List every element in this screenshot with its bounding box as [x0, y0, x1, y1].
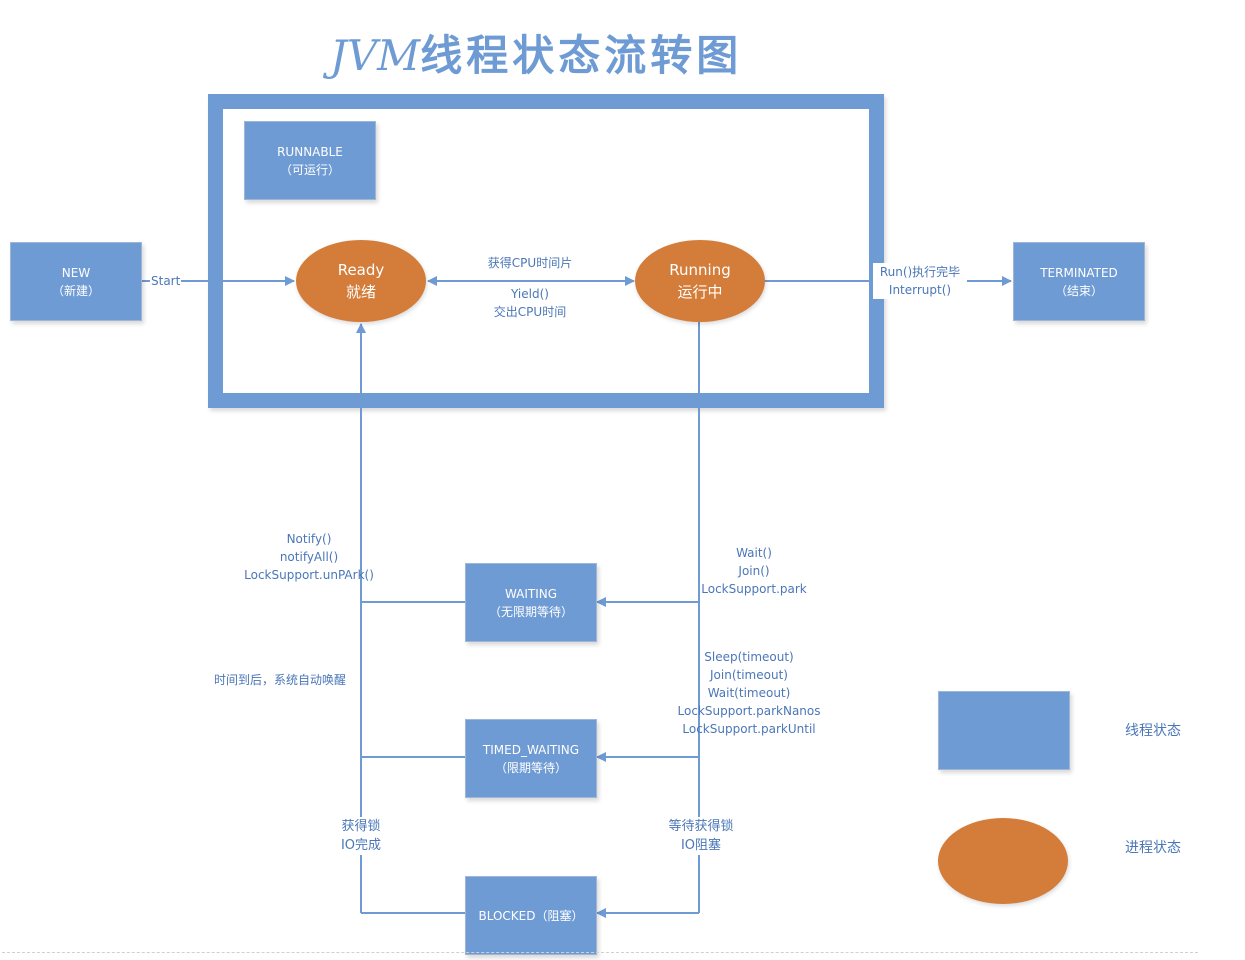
- state-blocked: BLOCKED（阻塞）: [465, 876, 597, 955]
- state-terminated: TERMINATED （结束）: [1013, 242, 1145, 321]
- label-notify: Notify() notifyAll() LockSupport.unPArk(…: [234, 530, 384, 584]
- label-timed-wait-line: LockSupport.parkNanos: [677, 704, 821, 718]
- process-running-name: Running: [669, 261, 731, 279]
- label-yield-line: Yield(): [511, 287, 549, 301]
- state-waiting: WAITING （无限期等待）: [465, 563, 597, 642]
- state-blocked-name: BLOCKED（阻塞）: [478, 908, 584, 923]
- label-timed-wait-line: LockSupport.parkUntil: [682, 722, 816, 736]
- state-timed-waiting-name: TIMED_WAITING: [482, 742, 580, 757]
- legend-process-label: 进程状态: [1125, 840, 1181, 856]
- diagram-title: JVM线程状态流转图: [330, 22, 830, 80]
- state-runnable-name: RUNNABLE: [277, 144, 343, 159]
- label-wait-lock-line: IO阻塞: [680, 838, 722, 853]
- bottom-divider: [2, 952, 1198, 953]
- label-timed-wait-line: Join(timeout): [710, 668, 788, 682]
- label-wait-lock: 等待获得锁 IO阻塞: [662, 817, 740, 855]
- label-acquire-lock: 获得锁 IO完成: [335, 817, 387, 855]
- label-notify-line: notifyAll(): [279, 550, 339, 564]
- title-prefix: JVM: [330, 31, 421, 80]
- label-yield-line: 交出CPU时间: [493, 305, 567, 319]
- state-timed-waiting-desc: （限期等待）: [494, 760, 567, 775]
- label-wait: Wait() Join() LockSupport.park: [700, 544, 808, 598]
- process-running-desc: 运行中: [677, 283, 723, 301]
- legend-thread-swatch: [938, 691, 1070, 770]
- label-timeout-wakeup: 时间到后，系统自动唤醒: [214, 673, 347, 687]
- state-terminated-name: TERMINATED: [1040, 265, 1118, 280]
- label-terminate: Run()执行完毕 Interrupt(): [873, 263, 967, 299]
- label-yield: Yield() 交出CPU时间: [470, 285, 590, 321]
- label-wait-line: LockSupport.park: [701, 582, 807, 596]
- label-timed-wait-line: Sleep(timeout): [704, 650, 794, 664]
- label-notify-line: Notify(): [286, 532, 332, 546]
- runnable-frame: [208, 94, 884, 408]
- state-new: NEW （新建）: [10, 242, 142, 321]
- state-waiting-name: WAITING: [504, 586, 558, 601]
- label-terminate-line: Run()执行完毕: [879, 265, 961, 279]
- label-wait-line: Wait(): [736, 546, 772, 560]
- state-terminated-desc: （结束）: [1054, 283, 1103, 298]
- state-waiting-desc: （无限期等待）: [488, 604, 573, 619]
- label-terminate-line: Interrupt(): [888, 283, 952, 297]
- process-ready-desc: 就绪: [345, 283, 376, 301]
- legend-thread-label: 线程状态: [1125, 723, 1181, 739]
- label-get-cpu: 获得CPU时间片: [487, 256, 573, 270]
- state-runnable-desc: （可运行）: [279, 162, 340, 177]
- state-timed-waiting: TIMED_WAITING （限期等待）: [465, 719, 597, 798]
- title-text: 线程状态流转图: [420, 31, 743, 80]
- legend-process-swatch: [938, 818, 1068, 904]
- label-wait-lock-line: 等待获得锁: [668, 819, 734, 834]
- label-wait-line: Join(): [738, 564, 770, 578]
- label-notify-line: LockSupport.unPArk(): [244, 568, 374, 582]
- label-acquire-lock-line: 获得锁: [341, 819, 381, 834]
- state-runnable: RUNNABLE （可运行）: [244, 121, 376, 200]
- label-acquire-lock-line: IO完成: [340, 838, 382, 853]
- process-ready-name: Ready: [337, 261, 385, 279]
- state-new-name: NEW: [61, 265, 91, 280]
- state-new-desc: （新建）: [51, 283, 100, 298]
- process-ready: Ready 就绪: [296, 240, 426, 322]
- label-timed-wait: Sleep(timeout) Join(timeout) Wait(timeou…: [674, 648, 824, 738]
- label-timed-wait-line: Wait(timeout): [707, 686, 791, 700]
- process-running: Running 运行中: [635, 240, 765, 322]
- label-start: Start: [150, 272, 182, 290]
